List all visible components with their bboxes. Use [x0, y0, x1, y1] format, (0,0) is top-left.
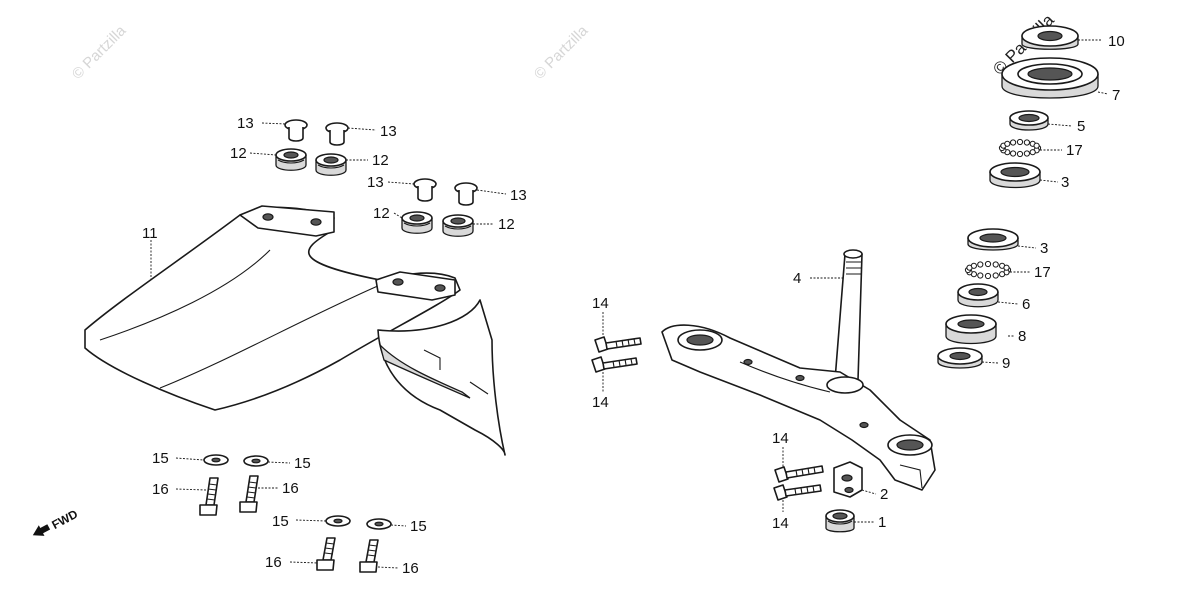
callout-16-b: 16: [282, 480, 299, 497]
callout-12-b: 12: [372, 152, 389, 169]
steel-ball: [1004, 140, 1011, 147]
steel-ball: [1033, 142, 1040, 149]
steel-ball: [992, 261, 999, 268]
steel-ball: [1016, 138, 1024, 146]
callout-labels: 10 7 5 17 3 3 17 6 8 9 4 2 1 14 14 14 14…: [142, 33, 1125, 577]
callout-13-b: 13: [380, 123, 397, 140]
steel-balls-17-a[interactable]: [998, 138, 1042, 158]
forward-label: FWD: [49, 507, 80, 532]
callout-4: 4: [793, 270, 801, 287]
callout-13-d: 13: [510, 187, 527, 204]
steel-ball: [1029, 149, 1036, 156]
callout-1: 1: [878, 514, 886, 531]
dust-seal-9[interactable]: [937, 347, 983, 369]
steel-ball: [970, 262, 978, 269]
washer-15-a[interactable]: [203, 454, 229, 466]
svg-text:© Partzilla: © Partzilla: [69, 22, 130, 83]
inner-race-5[interactable]: [1009, 110, 1049, 131]
dust-seal-7[interactable]: [1001, 57, 1099, 99]
callout-5: 5: [1077, 118, 1085, 135]
bolt-16-a[interactable]: [199, 477, 219, 516]
bolt-16-d[interactable]: [359, 539, 379, 573]
bolt-16-c[interactable]: [316, 537, 336, 571]
collar-13-a[interactable]: [284, 119, 308, 142]
steel-ball: [984, 272, 992, 280]
watermark-left: © Partzilla: [69, 22, 130, 83]
callout-14-left-top: 14: [592, 295, 609, 312]
callout-11: 11: [142, 225, 158, 242]
washer-15-d[interactable]: [366, 518, 392, 530]
rubber-12-c[interactable]: [401, 211, 433, 234]
collar-13-c[interactable]: [413, 178, 437, 202]
callout-7: 7: [1112, 87, 1120, 104]
steel-balls-17-b[interactable]: [964, 260, 1012, 280]
bolt-14-c[interactable]: [774, 465, 824, 483]
adjusting-nut-10[interactable]: [1021, 25, 1079, 50]
watermark-center: © Partzilla: [531, 22, 592, 83]
callout-3-upper: 3: [1061, 174, 1069, 191]
steel-ball: [992, 272, 999, 279]
rubber-12-a[interactable]: [275, 148, 307, 171]
outer-race-3-b[interactable]: [967, 228, 1019, 251]
washer-15-b[interactable]: [243, 455, 269, 467]
steel-ball: [977, 261, 984, 268]
callout-16-c: 16: [265, 554, 282, 571]
callout-9: 9: [1002, 355, 1010, 372]
callout-6: 6: [1022, 296, 1030, 313]
bolt-14-b[interactable]: [591, 356, 638, 373]
callout-16-a: 16: [152, 481, 169, 498]
collar-13-d[interactable]: [454, 182, 478, 206]
rubber-12-b[interactable]: [315, 153, 347, 176]
bracket-2[interactable]: [833, 461, 863, 498]
outer-race-3-a[interactable]: [989, 162, 1041, 189]
callout-14-bracket-bottom: 14: [772, 515, 789, 532]
steel-ball: [984, 260, 992, 268]
callout-16-d: 16: [402, 560, 419, 577]
dust-seal-1[interactable]: [825, 509, 855, 533]
steel-ball: [1003, 264, 1010, 271]
steering-stem[interactable]: [661, 249, 936, 491]
callout-10: 10: [1108, 33, 1125, 50]
front-fender[interactable]: [84, 205, 506, 456]
callout-17-upper: 17: [1066, 142, 1083, 159]
dust-seal-8[interactable]: [945, 314, 997, 345]
steel-ball: [1023, 139, 1031, 146]
callout-17-lower: 17: [1034, 264, 1051, 281]
callout-15-b: 15: [294, 455, 311, 472]
rubber-12-d[interactable]: [442, 214, 474, 237]
washer-15-c[interactable]: [325, 515, 351, 527]
bolt-14-d[interactable]: [773, 484, 822, 501]
callout-15-c: 15: [272, 513, 289, 530]
svg-text:© Partzilla: © Partzilla: [531, 22, 592, 83]
callout-2: 2: [880, 486, 888, 503]
bolt-14-a[interactable]: [594, 336, 642, 353]
steel-ball: [1016, 150, 1024, 158]
inner-race-6[interactable]: [957, 283, 999, 308]
steel-ball: [1010, 139, 1017, 146]
callout-13-c: 13: [367, 174, 384, 191]
callout-8: 8: [1018, 328, 1026, 345]
callout-15-a: 15: [152, 450, 169, 467]
forward-arrow-icon: FWD: [32, 507, 80, 536]
callout-12-a: 12: [230, 145, 247, 162]
callout-3-lower: 3: [1040, 240, 1048, 257]
leader-lines: [150, 39, 1109, 569]
steel-ball: [1010, 150, 1017, 157]
callout-14-left-bottom: 14: [592, 394, 609, 411]
callout-13-a: 13: [237, 115, 254, 132]
callout-12-d: 12: [498, 216, 515, 233]
callout-14-bracket-top: 14: [772, 430, 789, 447]
steel-ball: [999, 271, 1006, 278]
bolt-16-b[interactable]: [239, 475, 259, 513]
callout-15-d: 15: [410, 518, 427, 535]
steel-ball: [1023, 150, 1031, 157]
callout-12-c: 12: [373, 205, 390, 222]
collar-13-b[interactable]: [325, 122, 349, 146]
steel-ball: [977, 272, 984, 279]
